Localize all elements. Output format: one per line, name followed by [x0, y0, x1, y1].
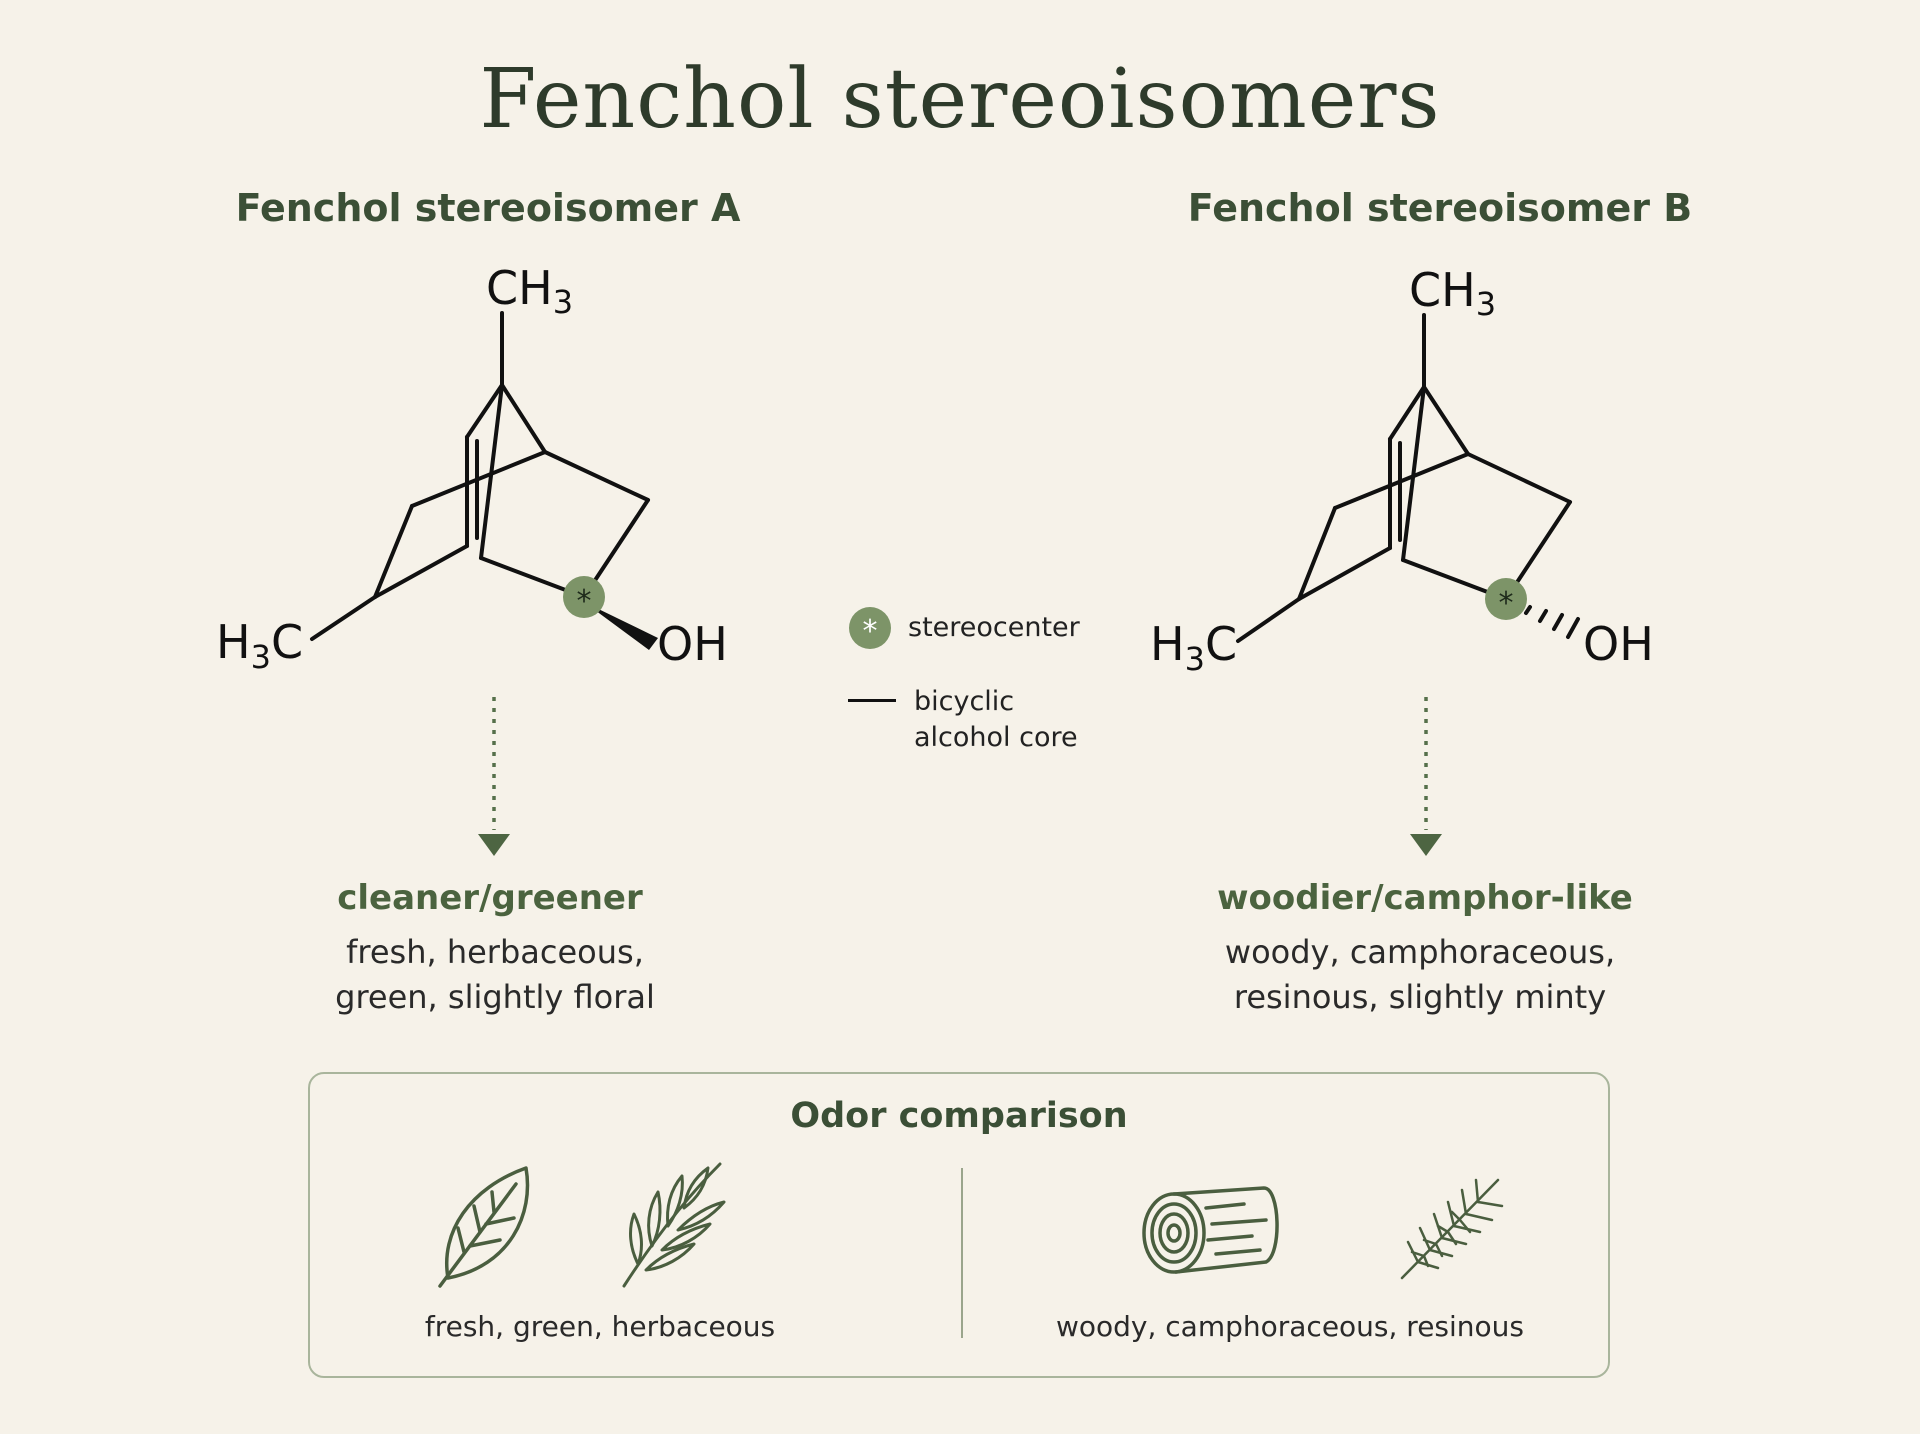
isomer-b-odor-title: woodier/camphor-like [1217, 878, 1633, 918]
molecule-a-stereo-mark: * [577, 584, 592, 619]
svg-text:*: * [863, 614, 878, 649]
molecule-a-structure: * CH3 H3C OH [216, 261, 728, 856]
molecule-b-arrow-head [1410, 834, 1442, 856]
isomer-b-odor-desc: woody, camphoraceous, resinous, slightly… [1160, 930, 1680, 1020]
pine-branch-icon [1400, 1178, 1504, 1280]
odor-comparison-panel: Odor comparison fresh, green, herbaceous [308, 1072, 1610, 1378]
isomer-a-heading: Fenchol stereoisomer A [235, 186, 741, 230]
legend-bond-line [848, 699, 896, 702]
leaf-icon [438, 1166, 530, 1288]
molecule-b-stereo-mark: * [1499, 586, 1514, 621]
molecule-a-h3c-label: H3C [216, 615, 303, 676]
molecule-b-oh-label: OH [1583, 617, 1654, 671]
herb-sprig-icon [622, 1162, 726, 1288]
isomer-b-heading: Fenchol stereoisomer B [1187, 186, 1693, 230]
legend-stereocenter-icon: * [849, 607, 891, 649]
molecule-a-arrow-head [478, 834, 510, 856]
legend-stereocenter-label: stereocenter [908, 612, 1080, 643]
legend-core-line1: bicyclic [914, 686, 1015, 717]
molecule-a-ch3-label: CH3 [486, 261, 573, 321]
molecule-a-oh-label: OH [657, 617, 728, 671]
isomer-a-odor-line1: fresh, herbaceous, [346, 933, 644, 971]
odor-comparison-divider [961, 1168, 963, 1338]
molecule-a-stereocenter [563, 576, 605, 618]
page-title: Fenchol stereoisomers [479, 52, 1441, 147]
molecule-a-wedge-bond [584, 602, 658, 650]
isomer-a-odor-title: cleaner/greener [337, 878, 643, 918]
molecule-b-ch3-label: CH3 [1409, 263, 1496, 323]
legend-core-label: bicyclic alcohol core [914, 684, 1078, 756]
molecule-b-bonds [1236, 313, 1572, 643]
odor-right-caption: woody, camphoraceous, resinous [1055, 1310, 1525, 1343]
odor-left-caption: fresh, green, herbaceous [424, 1310, 776, 1343]
molecule-b-hashed-bond [1524, 605, 1580, 639]
isomer-b-odor-line2: resinous, slightly minty [1233, 978, 1607, 1016]
molecule-b-stereocenter [1485, 578, 1527, 620]
odor-comparison-title: Odor comparison [790, 1096, 1128, 1136]
isomer-b-odor-line1: woody, camphoraceous, [1224, 933, 1616, 971]
isomer-a-odor-desc: fresh, herbaceous, green, slightly flora… [240, 930, 750, 1020]
legend-core-line2: alcohol core [914, 722, 1078, 753]
molecule-b-h3c-label: H3C [1150, 617, 1237, 678]
molecule-b-structure: * CH3 H3C OH [1150, 263, 1654, 856]
molecule-a-bonds [310, 311, 650, 641]
wood-log-icon [1142, 1186, 1279, 1274]
isomer-a-odor-line2: green, slightly floral [335, 978, 655, 1016]
